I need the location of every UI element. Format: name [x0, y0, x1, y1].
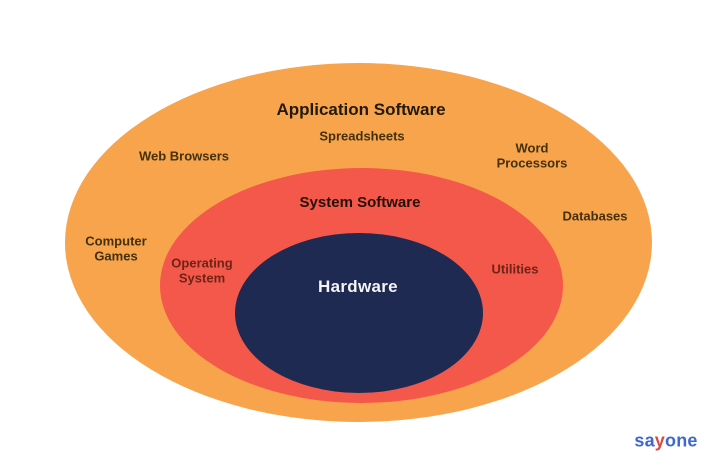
hardware-ellipse [235, 233, 483, 393]
sayone-logo-text-start: sa [634, 430, 655, 451]
label-web-browsers: Web Browsers [138, 148, 230, 164]
sayone-logo-accent-glyph: y [654, 430, 666, 451]
sayone-logo-text-end: one [665, 430, 698, 451]
label-word-processors: Word Processors [496, 140, 568, 171]
application-software-title: Application Software [276, 99, 446, 119]
sayone-logo: sayone [634, 431, 697, 452]
label-operating-system: Operating System [171, 255, 233, 286]
hardware-title: Hardware [318, 276, 398, 296]
label-computer-games: Computer Games [85, 233, 147, 264]
label-databases: Databases [562, 208, 628, 224]
system-software-title: System Software [299, 194, 421, 212]
label-utilities: Utilities [491, 261, 539, 277]
label-spreadsheets: Spreadsheets [319, 128, 405, 144]
